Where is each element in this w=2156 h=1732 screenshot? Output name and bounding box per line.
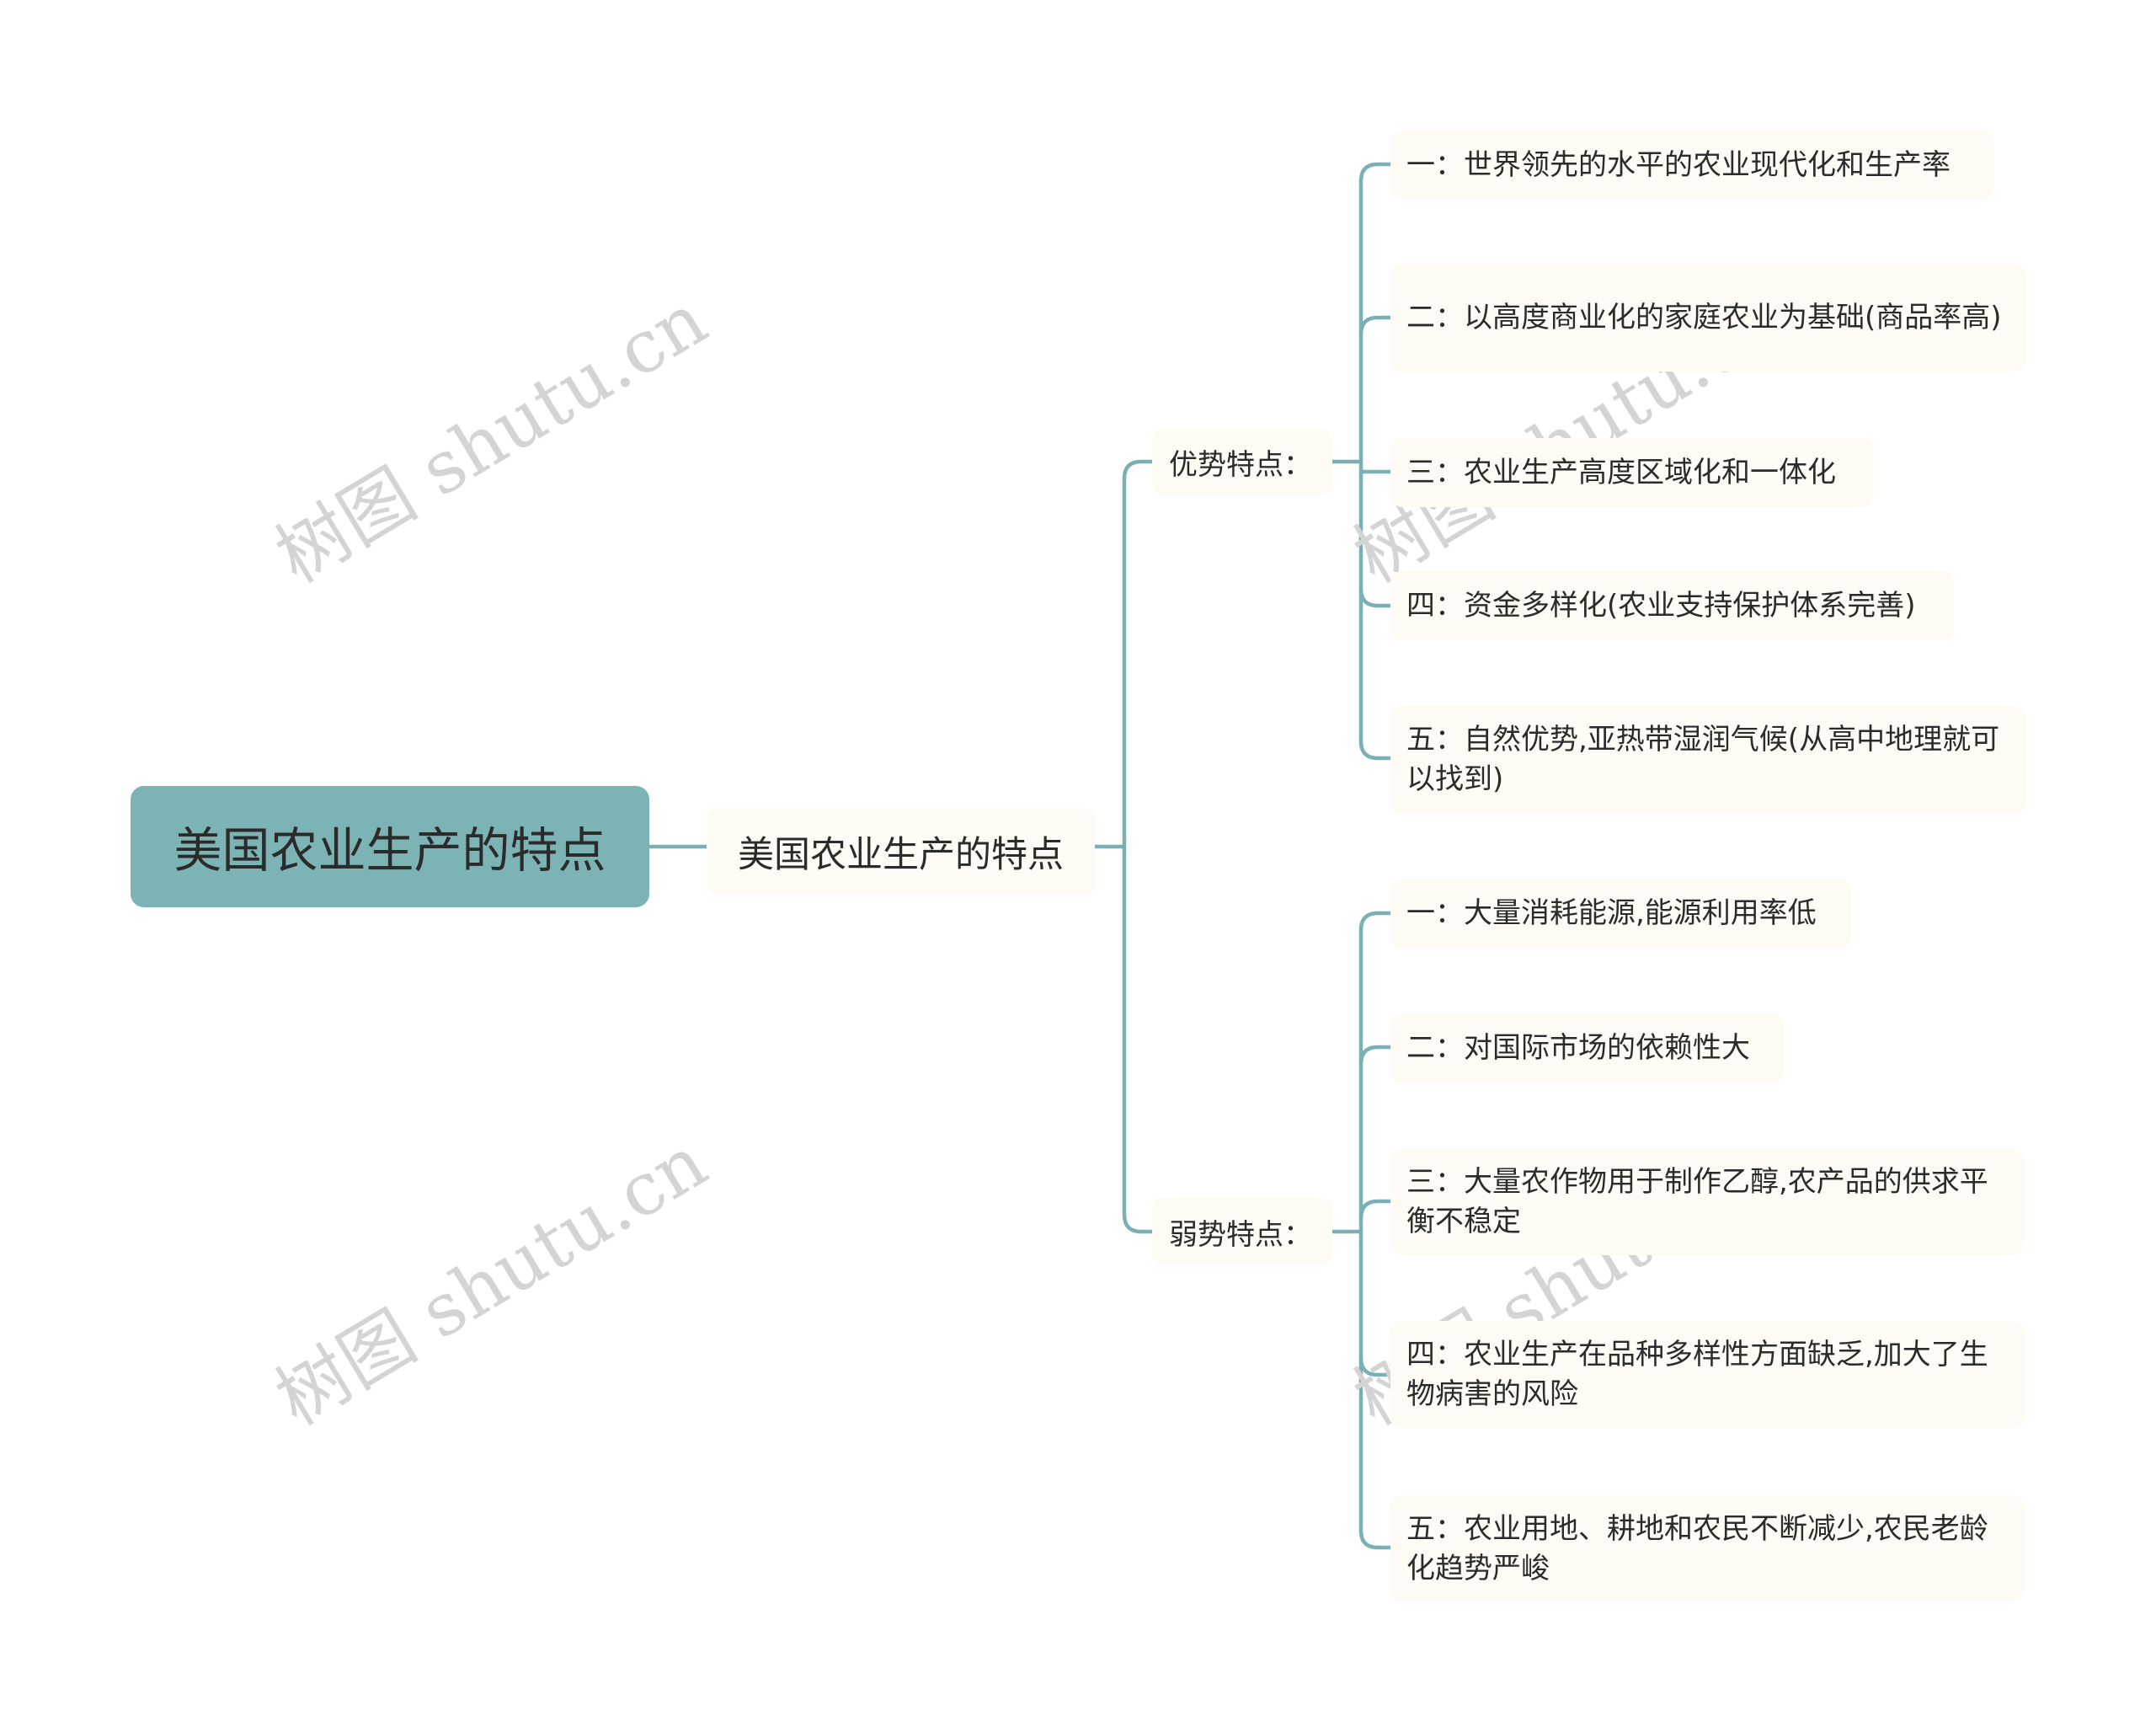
leaf-node[interactable]: 四：资金多样化(农业支持保护体系完善): [1390, 571, 1954, 640]
leaf-label: 三：大量农作物用于制作乙醇,农产品的供求平衡不稳定: [1406, 1164, 1988, 1238]
leaf-label: 三：农业生产高度区域化和一体化: [1406, 455, 1836, 489]
leaf-node[interactable]: 一：大量消耗能源,能源利用率低: [1390, 879, 1850, 948]
leaf-label: 一：世界领先的水平的农业现代化和生产率: [1406, 147, 1951, 182]
leaf-node[interactable]: 五：自然优势,亚热带湿润气候(从高中地理就可以找到): [1390, 706, 2025, 814]
leaf-label: 二：以高度商业化的家庭农业为基础(商品率高): [1406, 300, 2002, 334]
leaf-label: 四：资金多样化(农业支持保护体系完善): [1406, 588, 1916, 623]
group-label: 弱势特点：: [1169, 1217, 1312, 1252]
leaf-label: 一：大量消耗能源,能源利用率低: [1406, 895, 1817, 930]
topic-node[interactable]: 美国农业生产的特点: [707, 808, 1095, 895]
root-node[interactable]: 美国农业生产的特点: [131, 786, 649, 907]
leaf-label: 四：农业生产在品种多样性方面缺乏,加大了生物病害的风险: [1406, 1337, 1988, 1411]
leaf-node[interactable]: 二：对国际市场的依赖性大: [1390, 1013, 1783, 1082]
leaf-node[interactable]: 四：农业生产在品种多样性方面缺乏,加大了生物病害的风险: [1390, 1321, 2024, 1428]
leaf-node[interactable]: 一：世界领先的水平的农业现代化和生产率: [1390, 131, 1994, 200]
group-label: 优势特点：: [1169, 448, 1312, 482]
group-node-weaknesses[interactable]: 弱势特点：: [1152, 1198, 1332, 1265]
leaf-label: 五：自然优势,亚热带湿润气候(从高中地理就可以找到): [1406, 723, 2000, 796]
leaf-label: 五：农业用地、耕地和农民不断减少,农民老龄化趋势严峻: [1406, 1511, 1988, 1585]
leaf-label: 二：对国际市场的依赖性大: [1406, 1030, 1750, 1065]
root-label: 美国农业生产的特点: [173, 823, 606, 879]
group-node-strengths[interactable]: 优势特点：: [1152, 429, 1332, 495]
topic-label: 美国农业生产的特点: [738, 833, 1064, 876]
leaf-node[interactable]: 三：农业生产高度区域化和一体化: [1390, 438, 1874, 507]
leaf-node[interactable]: 三：大量农作物用于制作乙醇,农产品的供求平衡不稳定: [1390, 1148, 2024, 1255]
leaf-node[interactable]: 二：以高度商业化的家庭农业为基础(商品率高): [1390, 264, 2025, 372]
leaf-node[interactable]: 五：农业用地、耕地和农民不断减少,农民老龄化趋势严峻: [1390, 1495, 2024, 1602]
